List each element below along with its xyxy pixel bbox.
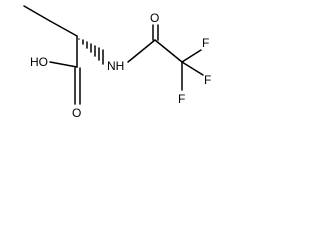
carboxyl-oxygen-label: O (72, 106, 81, 120)
bond-carboxyl-hydroxyl (49, 61, 78, 68)
fluorine-top-label: F (202, 36, 209, 50)
bond-cf3-f-top (181, 49, 202, 63)
bond-methylene-alpha (49, 20, 78, 37)
bond-cf3-f-right (181, 61, 204, 76)
hydroxyl-label: HO (30, 55, 48, 69)
amide-oxygen-label: O (150, 11, 159, 25)
bond-amide-cf3 (154, 39, 183, 63)
fluorine-bottom-label: F (178, 92, 185, 106)
bond-nh-amide-carbon (127, 39, 156, 63)
chemical-structure: HO NH O O F F F (23, 5, 211, 120)
fluorine-right-label: F (204, 73, 211, 87)
bond-methyl-methylene (23, 5, 51, 22)
stereo-hash-wedge (78, 38, 104, 65)
amide-nh-label: NH (107, 59, 124, 73)
